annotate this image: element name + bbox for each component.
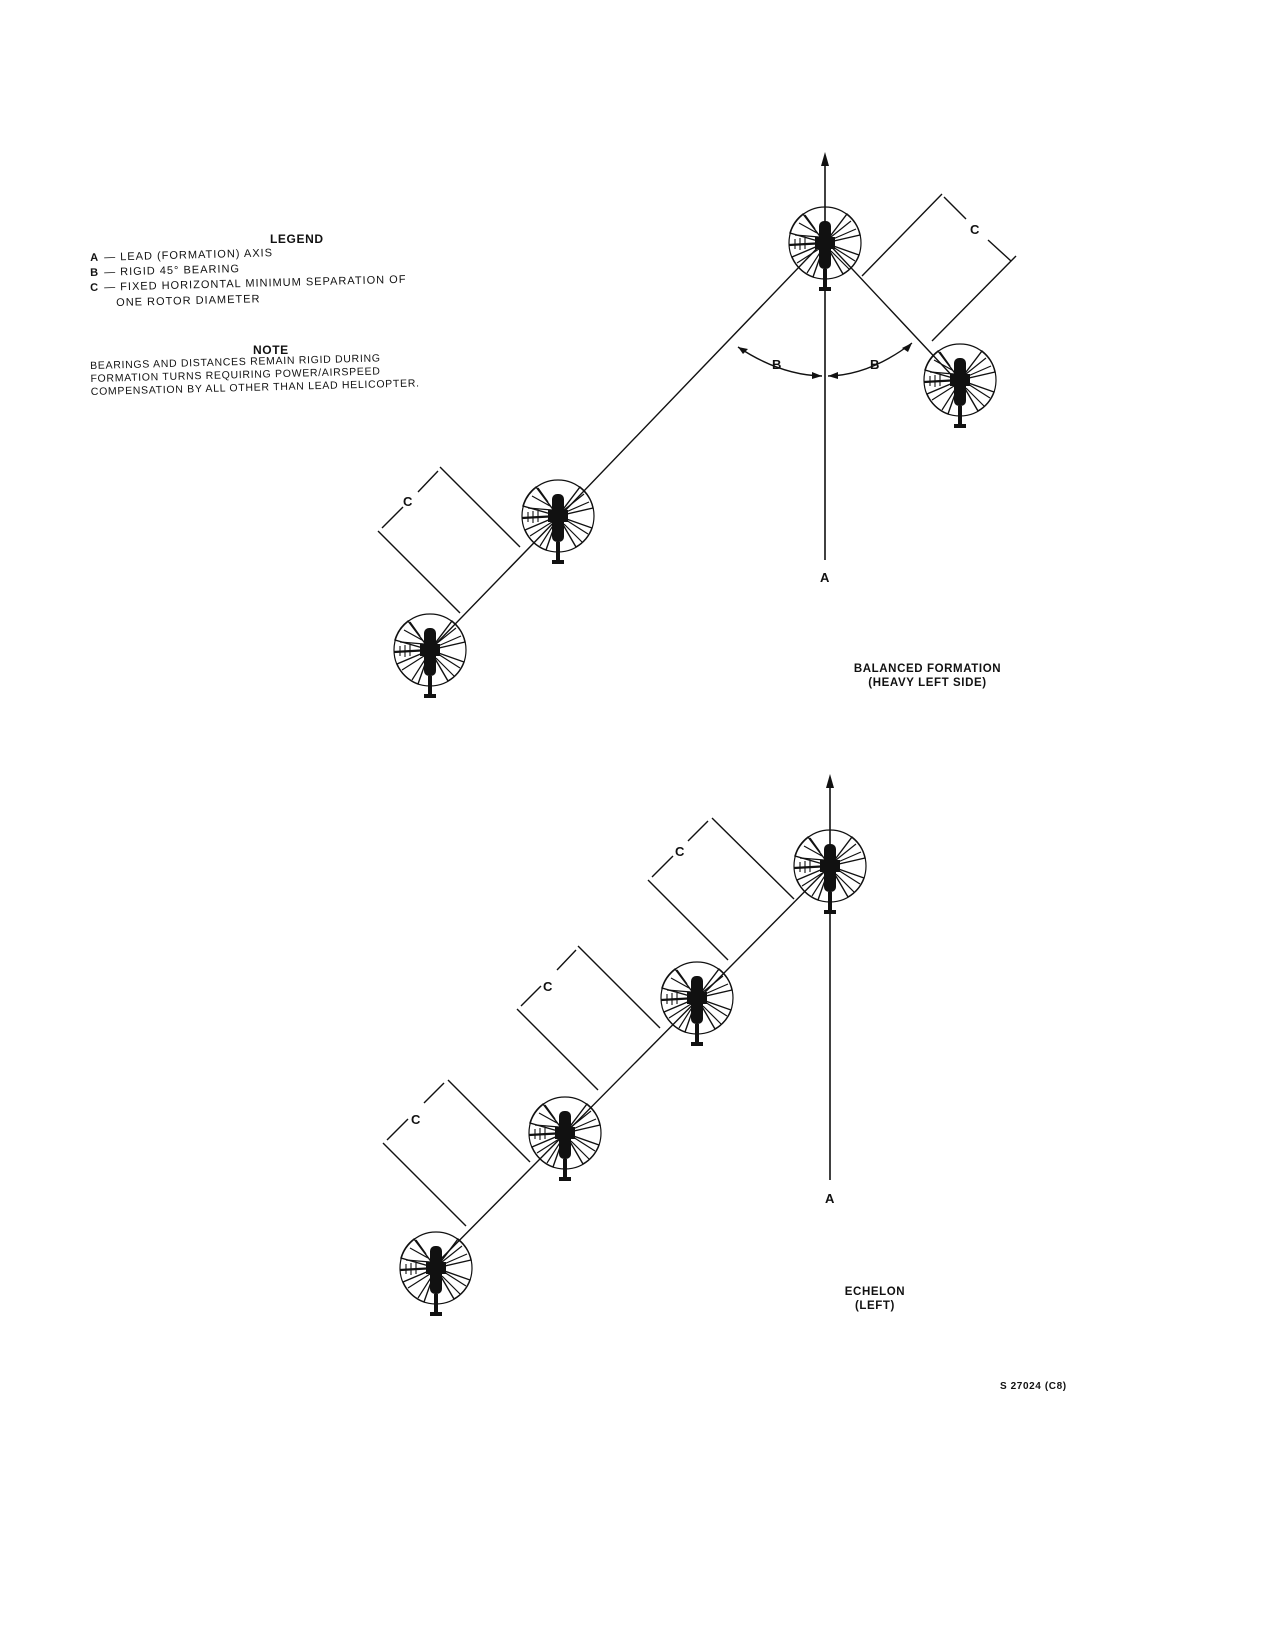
caption-balanced-formation: BALANCED FORMATION (HEAVY LEFT SIDE) — [853, 663, 1002, 689]
bearing-label-b-left: B — [772, 357, 781, 372]
separation-label-c: C — [543, 979, 553, 994]
separation-label-c: C — [411, 1112, 421, 1127]
helicopter-icon — [527, 1095, 603, 1183]
bearing-line-right — [824, 239, 959, 383]
echelon-formation: A C C C — [382, 774, 868, 1318]
figure-id: S 27024 (C8) — [1000, 1381, 1067, 1392]
bearing-label-b-right: B — [870, 357, 879, 372]
separation-dimension-3: C — [382, 1079, 531, 1227]
separation-label-c: C — [403, 494, 413, 509]
axis-arrowhead — [821, 152, 829, 166]
separation-dimension-left: C — [377, 466, 521, 614]
separation-label-c: C — [970, 222, 980, 237]
separation-label-c: C — [675, 844, 685, 859]
echelon-line — [429, 865, 831, 1271]
separation-dimension-1: C — [647, 817, 795, 961]
axis-arrowhead — [826, 774, 834, 788]
helicopter-icon — [392, 612, 468, 700]
bearing-line-left — [557, 239, 826, 519]
separation-dimension-right: C — [861, 193, 1017, 342]
balanced-formation: A B B C C — [377, 152, 1017, 700]
legend-title: LEGEND — [270, 232, 324, 246]
axis-label-a: A — [820, 570, 830, 585]
helicopter-icon — [398, 1230, 474, 1318]
axis-label-a: A — [825, 1191, 835, 1206]
note-title: NOTE — [253, 343, 289, 357]
bearing-line-left-2 — [429, 517, 559, 651]
separation-dimension-2: C — [516, 945, 661, 1091]
caption-echelon-left: ECHELON (LEFT) — [844, 1286, 906, 1312]
